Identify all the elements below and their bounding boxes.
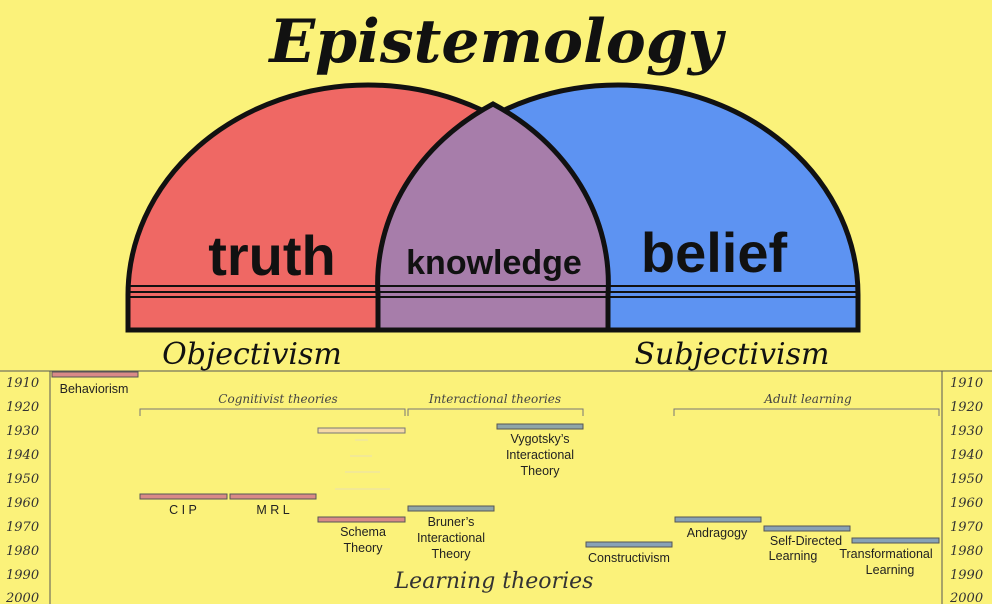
vygotsky-label-2: Interactional bbox=[506, 448, 574, 462]
selfdirected-label-2: Learning bbox=[769, 549, 818, 563]
svg-text:2000: 2000 bbox=[949, 591, 983, 604]
interactional-bracket bbox=[407, 408, 584, 416]
schema-top-bar bbox=[317, 427, 406, 434]
svg-text:1980: 1980 bbox=[6, 544, 39, 559]
belief-label: belief bbox=[641, 221, 788, 284]
svg-text:1930: 1930 bbox=[6, 424, 39, 439]
cip-label: C I P bbox=[169, 503, 197, 517]
schema-faint-lines bbox=[335, 439, 390, 490]
selfdirected-label-1: Self-Directed bbox=[770, 534, 842, 548]
svg-text:1980: 1980 bbox=[950, 544, 983, 559]
adult-group-label: Adult learning bbox=[763, 392, 852, 406]
objectivism-label: Objectivism bbox=[162, 337, 342, 372]
vygotsky-bar bbox=[496, 423, 584, 430]
svg-text:1950: 1950 bbox=[950, 472, 983, 487]
vygotsky-label-3: Theory bbox=[521, 464, 561, 478]
mrl-label: M R L bbox=[256, 503, 289, 517]
mrl-bar bbox=[229, 493, 317, 500]
base-stripes bbox=[128, 285, 858, 298]
cognitivist-group-label: Cognitivist theories bbox=[218, 392, 337, 406]
adult-bracket bbox=[673, 408, 940, 416]
svg-text:1970: 1970 bbox=[950, 520, 983, 535]
schema-label-2: Theory bbox=[344, 541, 384, 555]
cip-bar bbox=[139, 493, 228, 500]
svg-text:1990: 1990 bbox=[950, 568, 983, 583]
interactional-group-label: Interactional theories bbox=[428, 392, 561, 406]
bruner-bar bbox=[407, 505, 495, 512]
cognitivist-bracket bbox=[139, 408, 406, 416]
andragogy-label: Andragogy bbox=[687, 526, 748, 540]
vygotsky-label-1: Vygotsky’s bbox=[510, 432, 569, 446]
schema-label-1: Schema bbox=[340, 525, 386, 539]
transformational-bar bbox=[851, 537, 940, 544]
svg-text:1910: 1910 bbox=[6, 376, 39, 391]
bruner-label-1: Bruner’s bbox=[428, 515, 475, 529]
svg-text:1960: 1960 bbox=[950, 496, 983, 511]
svg-text:1970: 1970 bbox=[6, 520, 39, 535]
subjectivism-label: Subjectivism bbox=[635, 337, 830, 372]
bruner-label-3: Theory bbox=[432, 547, 472, 561]
svg-text:1920: 1920 bbox=[6, 400, 39, 415]
learning-theories-caption: Learning theories bbox=[394, 569, 594, 594]
svg-text:1940: 1940 bbox=[6, 448, 39, 463]
truth-label: truth bbox=[208, 224, 336, 287]
year-axis-left: 1910 1920 1930 1940 1950 1960 1970 1980 … bbox=[5, 376, 39, 604]
constructivism-bar bbox=[585, 541, 673, 548]
behaviorism-label: Behaviorism bbox=[60, 382, 129, 396]
knowledge-region bbox=[375, 101, 611, 333]
transformational-label-2: Learning bbox=[866, 563, 915, 577]
svg-text:1950: 1950 bbox=[6, 472, 39, 487]
andragogy-bar bbox=[674, 516, 762, 523]
svg-text:1940: 1940 bbox=[950, 448, 983, 463]
timeline-frame bbox=[0, 370, 992, 604]
svg-text:1930: 1930 bbox=[950, 424, 983, 439]
schema-bar bbox=[317, 516, 406, 523]
constructivism-label: Constructivism bbox=[588, 551, 670, 565]
svg-text:1910: 1910 bbox=[950, 376, 983, 391]
knowledge-label: knowledge bbox=[406, 244, 582, 282]
svg-text:2000: 2000 bbox=[5, 591, 39, 604]
bruner-label-2: Interactional bbox=[417, 531, 485, 545]
year-axis-right: 1910 1920 1930 1940 1950 1960 1970 1980 … bbox=[949, 376, 983, 604]
title: Epistemology bbox=[267, 7, 726, 77]
transformational-label-1: Transformational bbox=[839, 547, 932, 561]
svg-text:1990: 1990 bbox=[6, 568, 39, 583]
behaviorism-bar bbox=[51, 371, 139, 378]
svg-text:1960: 1960 bbox=[6, 496, 39, 511]
selfdirected-bar bbox=[763, 525, 851, 532]
svg-text:1920: 1920 bbox=[950, 400, 983, 415]
